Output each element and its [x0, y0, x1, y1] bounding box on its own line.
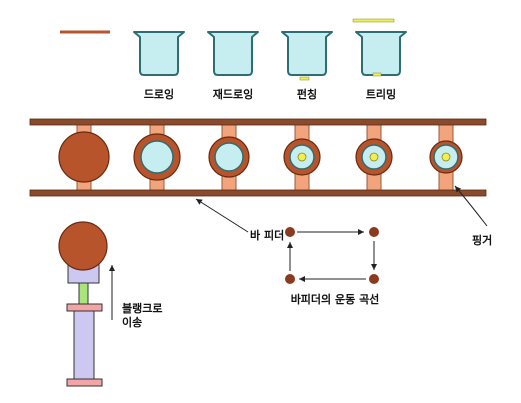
cup-drawing: 드로잉: [133, 31, 185, 101]
fingers: [76, 123, 454, 192]
blank-disc: [58, 131, 110, 183]
transfer-arrow: 블랭크로 이송: [109, 265, 162, 329]
top-rail: [29, 118, 487, 126]
motion-point: [285, 227, 295, 237]
label-redrawing: 재드로잉: [213, 87, 253, 101]
label-finger: 핑거: [472, 233, 492, 247]
workpiece-punching: [283, 138, 321, 176]
label-blank-transfer-2: 이송: [122, 315, 142, 329]
label-trimming: 트리밍: [366, 87, 396, 101]
blank-press: [58, 221, 108, 387]
punched-slug: [299, 76, 310, 81]
press-rod: [78, 282, 89, 305]
press-base-plate: [66, 378, 103, 387]
blank-disc-on-press: [58, 221, 108, 271]
cup-trimming: 트리밍: [352, 18, 407, 101]
cup-punching: 펀칭: [281, 31, 333, 101]
workpiece-punched: [355, 138, 393, 176]
press-upper-plate: [66, 303, 103, 312]
label-bar-feeder: 바 피더: [250, 228, 284, 242]
workpiece-drawing: [133, 133, 181, 181]
label-motion-curve: 바피더의 운동 곡선: [291, 292, 380, 306]
trimmed-ring: [352, 18, 395, 23]
label-punching: 펀칭: [297, 87, 317, 101]
motion-curve: 바피더의 운동 곡선: [285, 227, 379, 306]
label-drawing: 드로잉: [144, 88, 174, 101]
bottom-hole: [372, 72, 382, 77]
label-blank-transfer-1: 블랭크로: [122, 301, 162, 315]
cup-redrawing: 재드로잉: [207, 31, 259, 101]
bottom-rail: [29, 189, 487, 197]
workpiece-trimmed: [429, 140, 463, 174]
bar-feeder: [29, 118, 487, 197]
callout-finger: 핑거: [454, 185, 492, 247]
press-column: [73, 310, 95, 380]
process-stages: 드로잉 재드로잉 펀칭 트리밍: [60, 18, 407, 101]
callout-bar-feeder: 바 피더: [195, 198, 284, 242]
motion-point: [369, 227, 379, 237]
motion-point: [369, 274, 379, 284]
workpiece-redrawing: [208, 136, 250, 178]
motion-point: [285, 274, 295, 284]
